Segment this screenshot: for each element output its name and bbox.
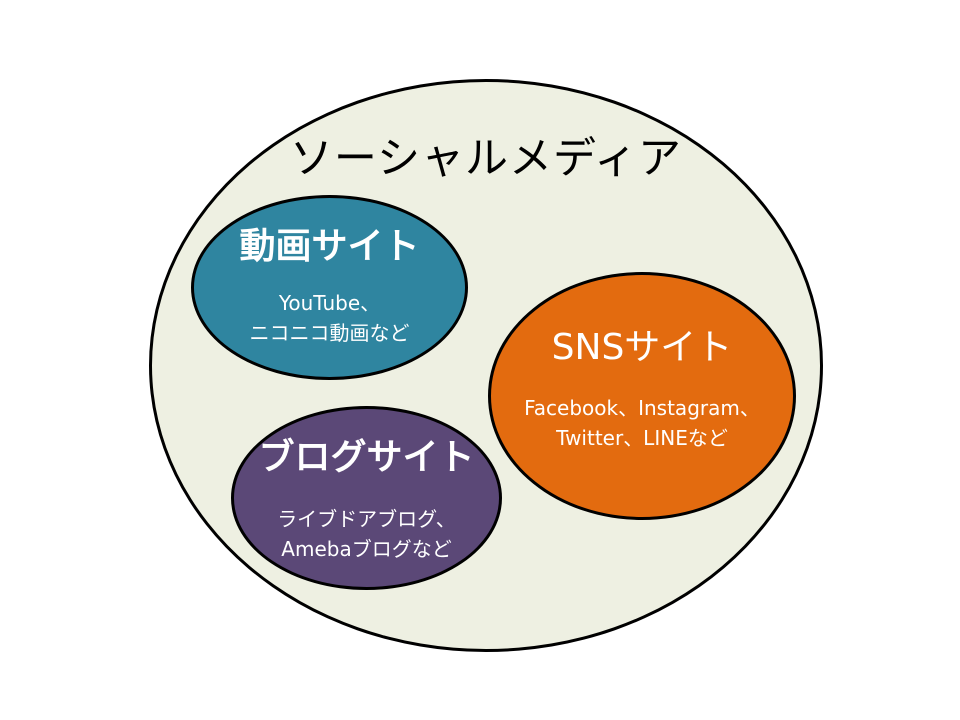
sns-site-examples: Facebook、Instagram、 Twitter、LINEなど — [488, 393, 796, 453]
sns-site-example-line: Facebook、Instagram、 — [524, 396, 760, 420]
blog-site-examples: ライブドアブログ、 Amebaブログなど — [231, 504, 502, 564]
video-site-title: 動画サイト — [239, 226, 420, 267]
social-media-label: ソーシャルメディア — [289, 134, 683, 184]
blog-site-example-line: ライブドアブログ、 — [277, 507, 456, 531]
blog-site-ellipse — [231, 406, 502, 590]
sns-site-title: SNSサイト — [551, 327, 733, 368]
sns-site-ellipse — [488, 272, 796, 520]
video-site-example-line: YouTube、 — [278, 291, 381, 315]
sns-site-example-line: Twitter、LINEなど — [556, 426, 728, 450]
blog-site-title: ブログサイト — [258, 437, 475, 478]
video-site-example-line: ニコニコ動画など — [249, 321, 410, 345]
blog-site-example-line: Amebaブログなど — [281, 537, 452, 561]
video-site-examples: YouTube、 ニコニコ動画など — [191, 288, 468, 348]
video-site-ellipse — [191, 195, 468, 380]
